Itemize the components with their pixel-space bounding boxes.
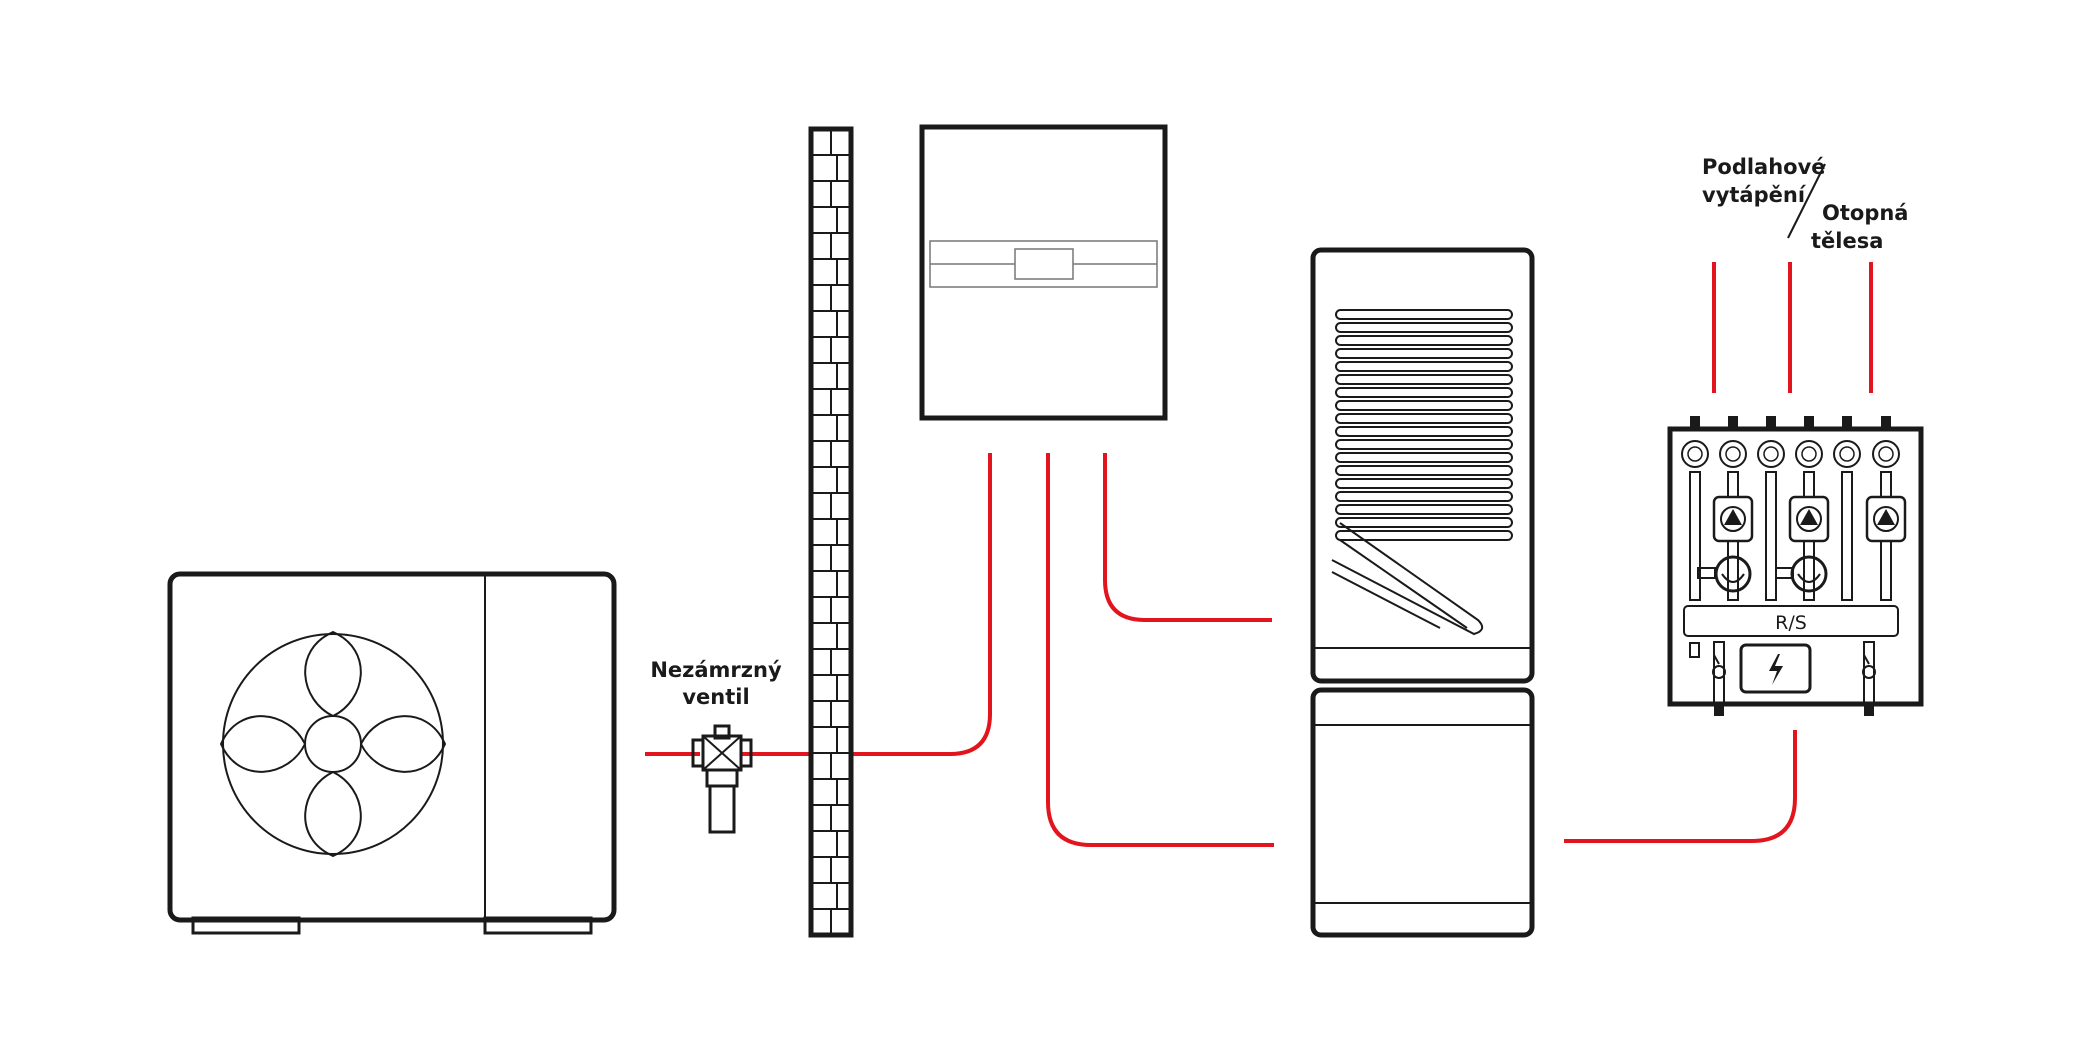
manifold-port bbox=[1881, 416, 1891, 428]
indoor-unit bbox=[919, 124, 1168, 421]
storage-tank bbox=[1310, 247, 1535, 938]
manifold-pipe bbox=[1841, 471, 1853, 601]
floor-heating-label-line1: Podlahové bbox=[1702, 155, 1826, 179]
coil-turn bbox=[1335, 452, 1513, 463]
coil-turn bbox=[1335, 426, 1513, 437]
manifold-label: R/S bbox=[1775, 612, 1807, 634]
brick-wall bbox=[808, 126, 854, 938]
gauge-dial bbox=[1878, 446, 1894, 462]
gauge bbox=[1872, 440, 1900, 468]
pump-arrow bbox=[1800, 509, 1818, 525]
manifold-port bbox=[1690, 416, 1700, 428]
gauge bbox=[1719, 440, 1747, 468]
lightning-icon bbox=[1739, 643, 1812, 694]
coil-turn bbox=[1335, 387, 1513, 398]
outdoor-heat-pump-unit bbox=[167, 571, 617, 935]
gauge-dial bbox=[1801, 446, 1817, 462]
gauge bbox=[1757, 440, 1785, 468]
coil-turn bbox=[1335, 400, 1513, 411]
manifold-indicator bbox=[1689, 642, 1700, 658]
coil-turn bbox=[1335, 335, 1513, 346]
manifold-port bbox=[1766, 416, 1776, 428]
pump-arrow bbox=[1724, 509, 1742, 525]
coil-turn bbox=[1335, 309, 1513, 320]
mixing-valve-left bbox=[1697, 555, 1752, 593]
coil-turn bbox=[1335, 439, 1513, 450]
indoor-unit-housing bbox=[919, 124, 1168, 421]
gauge-dial bbox=[1839, 446, 1855, 462]
manifold-pipe bbox=[1689, 471, 1701, 601]
pipe-tank-to-manifold bbox=[1564, 730, 1797, 843]
valve-label-line2: ventil bbox=[682, 685, 749, 709]
coil-turn bbox=[1335, 465, 1513, 476]
pump-icon bbox=[1712, 495, 1907, 543]
coil-turn bbox=[1335, 530, 1513, 541]
outdoor-unit-housing bbox=[167, 571, 617, 923]
manifold-port bbox=[1804, 416, 1814, 428]
coil-turn bbox=[1335, 517, 1513, 528]
tank-heating-coil bbox=[1335, 309, 1513, 541]
tank-upper-section bbox=[1310, 247, 1535, 684]
fan-icon bbox=[219, 630, 447, 858]
tank-return-coil bbox=[1331, 522, 1484, 636]
pump-arrow bbox=[1877, 509, 1895, 525]
floor-heating-label-line2: vytápění bbox=[1702, 183, 1807, 207]
coil-turn bbox=[1335, 322, 1513, 333]
gauge-dial bbox=[1763, 446, 1779, 462]
manifold-rs-bar bbox=[1683, 605, 1899, 637]
coil-turn bbox=[1335, 491, 1513, 502]
gauge bbox=[1833, 440, 1861, 468]
gauge-dial bbox=[1687, 446, 1703, 462]
label-separator bbox=[1787, 163, 1826, 239]
manifold-station: R/S bbox=[1667, 416, 1924, 716]
mixing-valve-right bbox=[1775, 555, 1828, 593]
pipes bbox=[645, 262, 1873, 847]
radiators-label-line2: tělesa bbox=[1811, 229, 1883, 253]
tank-lower-section bbox=[1310, 687, 1535, 938]
coil-turn bbox=[1335, 348, 1513, 359]
manifold-port bbox=[1842, 416, 1852, 428]
gauge-dial bbox=[1725, 446, 1741, 462]
valve-icon bbox=[691, 724, 753, 834]
coil-turn bbox=[1335, 478, 1513, 489]
pipe-wall-to-indoor-unit bbox=[850, 453, 992, 756]
radiators-label-line1: Otopná bbox=[1822, 201, 1908, 225]
coil-turn bbox=[1335, 504, 1513, 515]
indoor-unit-display bbox=[1014, 248, 1074, 280]
ball-valve-right bbox=[1862, 641, 1876, 716]
pipe-indoor-to-lower-tank bbox=[1046, 453, 1274, 847]
manifold-pipe bbox=[1765, 471, 1777, 601]
gauge bbox=[1795, 440, 1823, 468]
coil-turn bbox=[1335, 361, 1513, 372]
pipe-indoor-to-upper-tank bbox=[1103, 453, 1272, 622]
manifold-port bbox=[1728, 416, 1738, 428]
gauge bbox=[1681, 440, 1709, 468]
ball-valve-left bbox=[1712, 641, 1726, 716]
coil-turn bbox=[1335, 413, 1513, 424]
coil-turn bbox=[1335, 374, 1513, 385]
valve-label-line1: Nezámrzný bbox=[650, 658, 782, 682]
manifold-housing bbox=[1667, 426, 1924, 707]
